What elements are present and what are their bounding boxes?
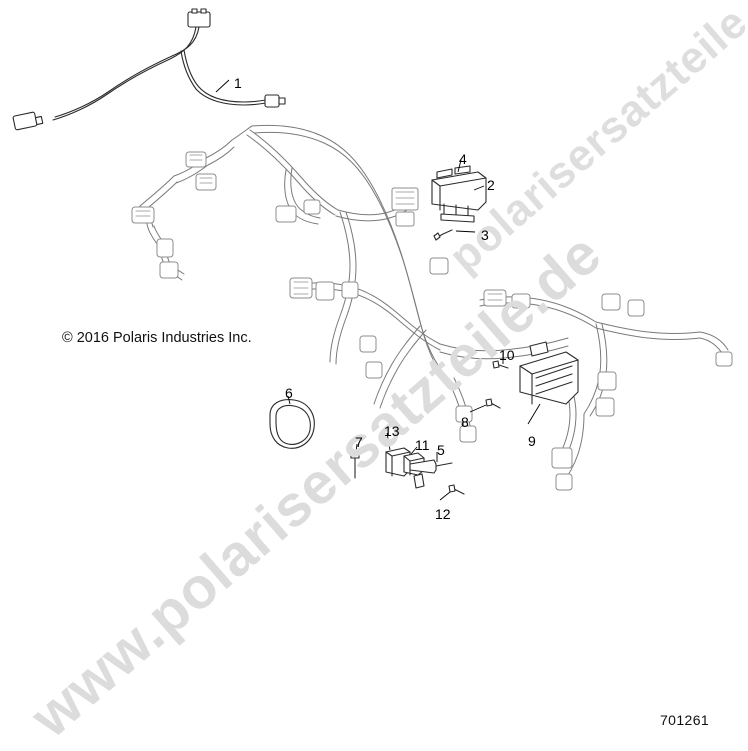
callout-number: 9 [528,433,536,449]
part-12-screw [439,484,465,501]
part-6-cover [269,395,315,449]
callout-number: 11 [415,437,430,453]
part-2-control-module [431,159,487,223]
callout-number: 12 [435,506,451,522]
callout-number: 8 [461,414,469,430]
callout-number: 2 [487,177,495,193]
part-5-switch-assembly [385,432,453,489]
part-3-screw [433,229,476,241]
callout-number: 5 [437,442,445,458]
part-1-harness [12,8,286,131]
part-10-screw [492,358,509,369]
callout-number: 6 [285,385,293,401]
diagram-part-number: 701261 [660,712,710,728]
part-7-screw [350,443,360,479]
main-wire-harness [131,124,733,491]
callout-number: 13 [384,423,400,439]
callout-number: 4 [459,151,467,167]
copyright-notice: © 2016 Polaris Industries Inc. [62,330,252,346]
callout-number: 7 [355,434,363,450]
part-8-screw [469,398,501,413]
callout-number: 3 [481,227,489,243]
callout-number: 1 [234,75,242,91]
callout-number: 10 [499,347,515,363]
part-9-module [519,341,579,425]
